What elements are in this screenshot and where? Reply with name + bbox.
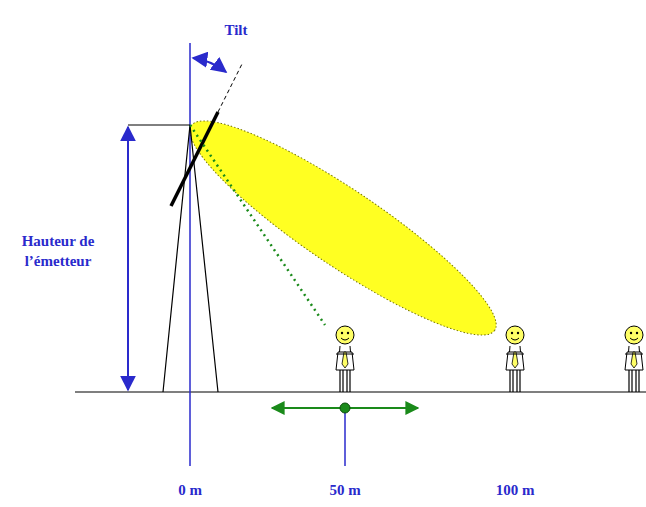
distance-label: 100 m xyxy=(496,480,535,500)
tilt-axis xyxy=(218,64,242,112)
ground-line xyxy=(75,391,646,392)
person xyxy=(336,326,354,392)
height-reference xyxy=(128,125,190,126)
tilt-label: Tilt xyxy=(224,20,247,40)
tilt-arrow xyxy=(193,58,226,72)
height-arrow xyxy=(127,127,129,390)
distance-label: 0 m xyxy=(178,480,202,500)
antenna-panel xyxy=(171,112,218,206)
mast-axis xyxy=(189,43,191,466)
distance-tick xyxy=(344,408,346,466)
beam-direction xyxy=(190,125,325,325)
beam-lobe xyxy=(170,94,516,362)
distance-label: 50 m xyxy=(329,480,360,500)
person xyxy=(506,326,524,392)
height-label: Hauteur de l’émetteur xyxy=(6,231,111,272)
zone-dot xyxy=(340,403,350,413)
person xyxy=(625,326,643,392)
